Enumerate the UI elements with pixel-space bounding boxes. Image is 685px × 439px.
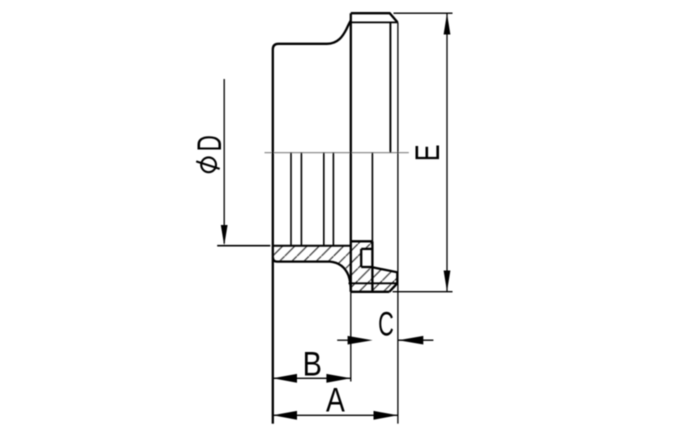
svg-text:E: E [410,145,448,162]
svg-text:A: A [326,381,345,419]
svg-text:B: B [303,344,322,383]
svg-text:D: D [191,135,229,151]
svg-text:C: C [378,306,394,344]
